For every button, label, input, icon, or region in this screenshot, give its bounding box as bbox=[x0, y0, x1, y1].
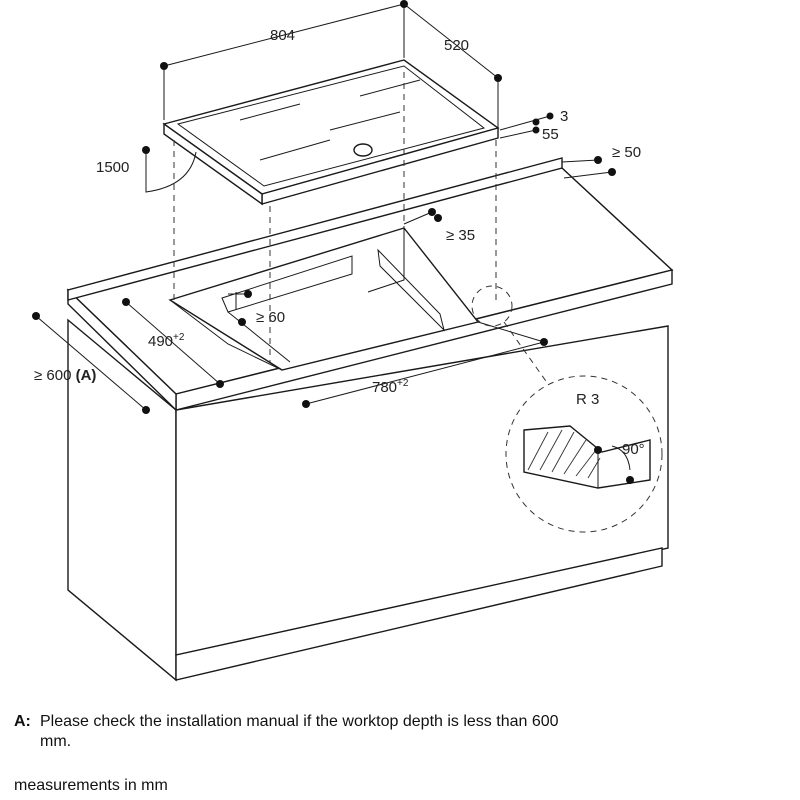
dim-edge-radius: R 3 bbox=[576, 391, 599, 408]
dim-worktop-depth: ≥ 600 (A) bbox=[34, 367, 96, 384]
dim-rear-clearance: ≥ 50 bbox=[612, 144, 641, 161]
dim-cutout-width: 780+2 bbox=[372, 378, 409, 396]
dimension-labels: 804 520 3 55 1500 ≥ 50 ≥ 35 ≥ 60 490+2 7… bbox=[34, 27, 645, 458]
dim-rear-cutout-distance: ≥ 35 bbox=[446, 227, 475, 244]
dim-glass-thickness: 3 bbox=[560, 108, 568, 125]
dim-edge-angle: 90° bbox=[622, 441, 645, 458]
dim-hob-width: 804 bbox=[270, 27, 295, 44]
edge-detail-callout bbox=[471, 285, 663, 533]
worktop-cutout bbox=[168, 227, 480, 371]
dim-hob-depth: 520 bbox=[444, 37, 469, 54]
projection-lines bbox=[173, 72, 497, 362]
cabinet bbox=[67, 318, 669, 682]
dim-cable-length: 1500 bbox=[96, 159, 129, 176]
dim-hob-height: 55 bbox=[542, 126, 559, 143]
installation-diagram: 804 520 3 55 1500 ≥ 50 ≥ 35 ≥ 60 490+2 7… bbox=[32, 0, 674, 682]
hob bbox=[162, 59, 500, 206]
footnote-text: Please check the installation manual if … bbox=[40, 713, 559, 750]
control-knob-icon bbox=[353, 143, 373, 157]
footnote-key: A: bbox=[14, 713, 31, 730]
dim-cutout-depth: 490+2 bbox=[148, 332, 185, 350]
units-label: measurements in mm bbox=[14, 777, 168, 794]
footnote: A: Please check the installation manual … bbox=[14, 712, 794, 752]
dim-side-clearance: ≥ 60 bbox=[256, 309, 285, 326]
